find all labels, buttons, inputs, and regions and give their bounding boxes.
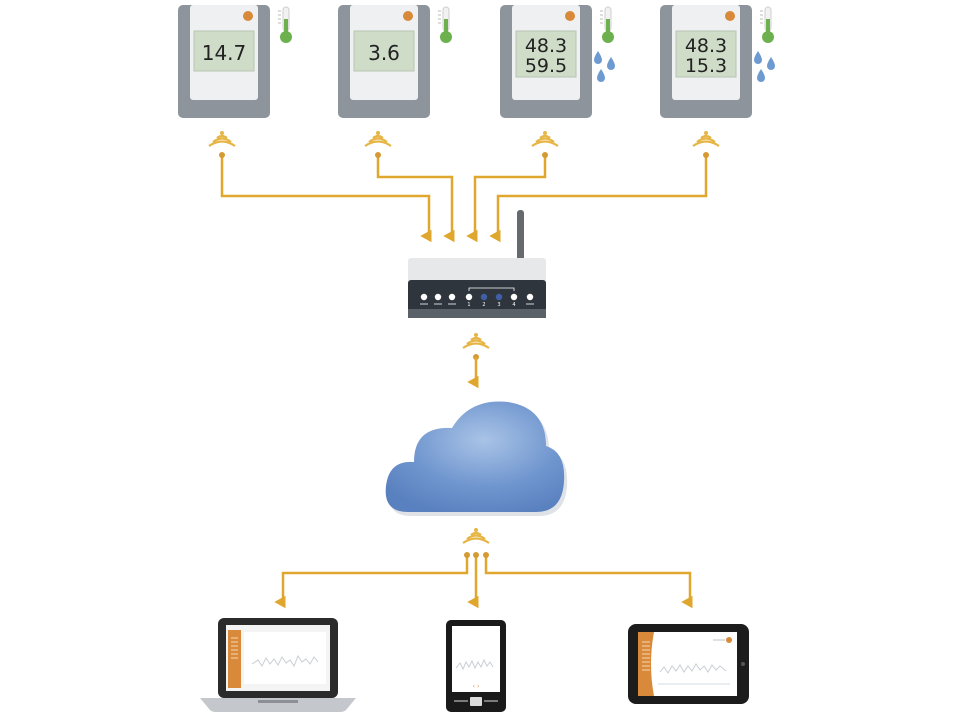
logger-4-line-2: 15.3 (685, 55, 727, 77)
logger-1[interactable]: 14.7 (178, 5, 293, 118)
logger-connectors (220, 156, 708, 243)
humidity-icon (754, 51, 775, 82)
humidity-icon (594, 51, 615, 82)
wifi-icon (363, 129, 393, 148)
logger-1-line-1: 14.7 (202, 41, 247, 65)
logger-4[interactable]: 48.3 15.3 (660, 5, 775, 118)
tablet-icon[interactable] (628, 624, 749, 704)
client-connectors (274, 555, 693, 609)
thermometer-icon (277, 6, 293, 44)
wifi-icon (461, 526, 491, 545)
connector-logger-2 (376, 156, 455, 243)
connector-tablet (484, 555, 693, 609)
svg-text:‹ ›: ‹ › (473, 683, 480, 690)
router-antenna (517, 210, 524, 262)
connector-logger-3 (466, 156, 547, 243)
thermometer-icon (437, 6, 453, 44)
logger-4-line-1: 48.3 (685, 35, 727, 57)
router-port-label: 2 (482, 302, 485, 308)
router[interactable]: 1 2 3 4 (408, 210, 546, 318)
logger-3-line-2: 59.5 (525, 55, 567, 77)
connector-logger-1 (220, 156, 432, 243)
logger-2-line-1: 3.6 (368, 41, 400, 65)
connector-logger-4 (489, 156, 708, 243)
thermometer-icon (599, 6, 615, 44)
logger-3[interactable]: 48.3 59.5 (500, 5, 615, 118)
router-port-label: 1 (467, 302, 470, 308)
smartphone-icon[interactable]: ‹ › (446, 620, 506, 712)
logger-3-line-1: 48.3 (525, 35, 567, 57)
connector-laptop (274, 555, 469, 609)
laptop-icon[interactable] (200, 618, 356, 712)
wifi-icon (461, 331, 491, 350)
cloud-icon (385, 401, 568, 516)
logger-2[interactable]: 3.6 (338, 5, 453, 118)
wifi-icon (691, 129, 721, 148)
router-port-label: 3 (497, 302, 500, 308)
wifi-icon (530, 129, 560, 148)
router-leds (420, 293, 534, 301)
router-port-label: 4 (512, 302, 515, 308)
wifi-icon (207, 129, 237, 148)
thermometer-icon (759, 6, 775, 44)
